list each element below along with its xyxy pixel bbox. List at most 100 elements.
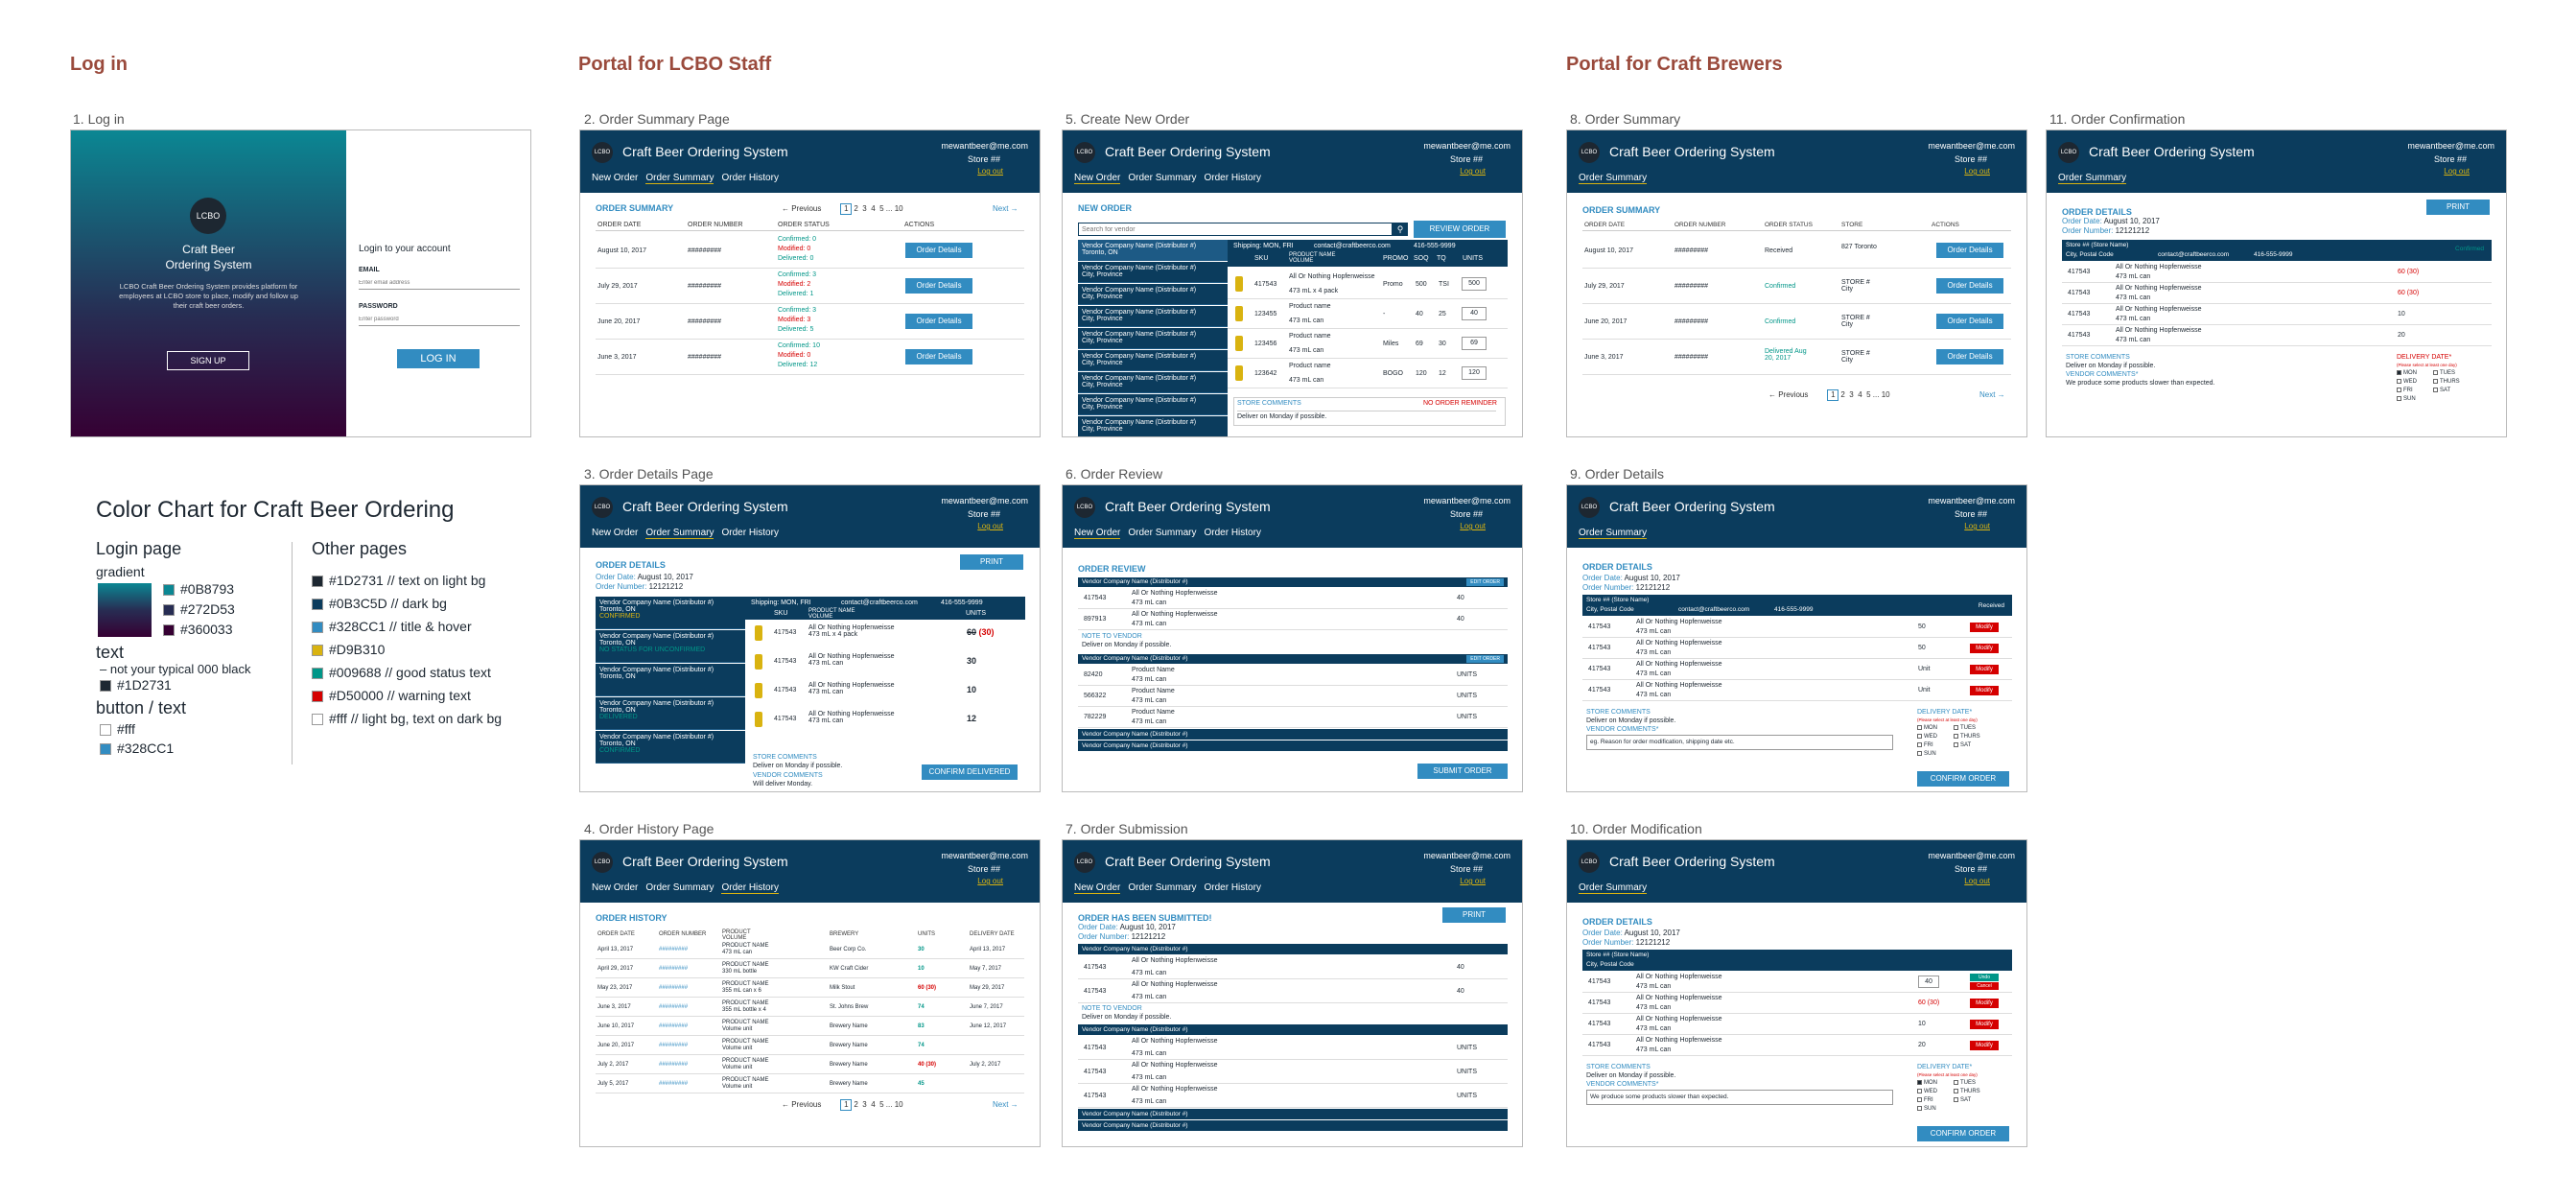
nav-order-summary[interactable]: Order Summary xyxy=(1579,882,1648,894)
page-3[interactable]: 3 xyxy=(862,204,867,213)
vendor-tab[interactable]: Vendor Company Name (Distributor #)Toron… xyxy=(596,697,745,730)
nav-new-order[interactable]: New Order xyxy=(592,173,639,183)
order-details-button[interactable]: Order Details xyxy=(905,278,972,294)
confirm-delivered-button[interactable]: CONFIRM DELIVERED xyxy=(922,764,1018,780)
nav-order-summary[interactable]: Order Summary xyxy=(1579,528,1648,539)
vendor-tab[interactable]: Vendor Company Name (Distributor #)Toron… xyxy=(596,664,745,696)
vendor-group-header[interactable]: Vendor Company Name (Distributor #) xyxy=(1078,1120,1508,1131)
page-2[interactable]: 2 xyxy=(854,1100,858,1109)
page-1[interactable]: 1 xyxy=(840,203,853,215)
day-checkbox-sun[interactable]: SUN xyxy=(1917,751,1936,757)
print-button[interactable]: PRINT xyxy=(2426,200,2490,215)
cell-number[interactable]: ######### xyxy=(1674,318,1709,325)
logout-link[interactable]: Log out xyxy=(2444,167,2470,176)
page-4[interactable]: 4 xyxy=(871,1100,876,1109)
vendor-search-input[interactable] xyxy=(1078,223,1393,236)
vendor-tab[interactable]: Vendor Company Name (Distributor #)Toron… xyxy=(596,630,745,663)
order-details-button[interactable]: Order Details xyxy=(1936,278,2003,294)
cell-number[interactable]: ######### xyxy=(688,318,722,325)
day-checkbox-tues[interactable]: TUES xyxy=(1954,725,1976,731)
modify-button[interactable]: Modify xyxy=(1970,644,1999,653)
nav-order-summary[interactable]: Order Summary xyxy=(1579,173,1648,184)
nav-order-history[interactable]: Order History xyxy=(1204,882,1261,893)
edit-order-button[interactable]: EDIT ORDER xyxy=(1466,655,1504,663)
cancel-button[interactable]: Cancel xyxy=(1970,982,1999,990)
vendor-tab[interactable]: Vendor Company Name (Distributor #)City,… xyxy=(1078,372,1228,393)
day-checkbox-mon[interactable]: MON xyxy=(1917,1080,1937,1086)
page-4[interactable]: 4 xyxy=(871,204,876,213)
page-3[interactable]: 3 xyxy=(862,1100,867,1109)
page-2[interactable]: 2 xyxy=(854,204,858,213)
day-checkbox-wed[interactable]: WED xyxy=(2397,379,2417,385)
day-checkbox-sat[interactable]: SAT xyxy=(1954,742,1971,748)
print-button[interactable]: PRINT xyxy=(1442,907,1506,923)
logout-link[interactable]: Log out xyxy=(1964,167,1990,176)
modify-button[interactable]: Modify xyxy=(1970,1041,1999,1050)
nav-new-order[interactable]: New Order xyxy=(592,528,639,538)
nav-order-summary[interactable]: Order Summary xyxy=(645,882,714,893)
next-link[interactable]: Next → xyxy=(1979,390,2005,399)
cell-number[interactable]: ######### xyxy=(1674,283,1709,290)
email-field[interactable] xyxy=(359,276,520,290)
nav-order-history[interactable]: Order History xyxy=(721,173,779,183)
undo-button[interactable]: Undo xyxy=(1970,974,1999,981)
password-field[interactable] xyxy=(359,313,520,326)
day-checkbox-tues[interactable]: TUES xyxy=(1954,1080,1976,1086)
day-checkbox-thurs[interactable]: THURS xyxy=(1954,734,1980,740)
order-details-button[interactable]: Order Details xyxy=(1936,243,2003,258)
vendor-tab[interactable]: Vendor Company Name (Distributor #)City,… xyxy=(1078,350,1228,371)
nav-new-order[interactable]: New Order xyxy=(1074,882,1121,894)
day-checkbox-tues[interactable]: TUES xyxy=(2433,370,2455,376)
day-checkbox-wed[interactable]: WED xyxy=(1917,1089,1937,1094)
modify-button[interactable]: Modify xyxy=(1970,999,1999,1008)
order-details-button[interactable]: Order Details xyxy=(905,349,972,364)
order-details-button[interactable]: Order Details xyxy=(905,243,972,258)
vendor-tab[interactable]: Vendor Company Name (Distributor #)City,… xyxy=(1078,306,1228,327)
nav-order-history[interactable]: Order History xyxy=(1204,173,1261,183)
logout-link[interactable]: Log out xyxy=(977,877,1003,885)
page-3[interactable]: 3 xyxy=(1849,390,1854,399)
day-checkbox-mon[interactable]: MON xyxy=(1917,725,1937,731)
vendor-group-header[interactable]: Vendor Company Name (Distributor #) xyxy=(1078,1109,1508,1119)
page-10[interactable]: 10 xyxy=(894,204,903,213)
logout-link[interactable]: Log out xyxy=(1460,167,1486,176)
vendor-comments-input[interactable]: eg. Reason for order modification, shipp… xyxy=(1586,735,1893,750)
page-1[interactable]: 1 xyxy=(840,1099,853,1111)
vendor-tab[interactable]: Vendor Company Name (Distributor #)City,… xyxy=(1078,328,1228,349)
day-checkbox-sat[interactable]: SAT xyxy=(1954,1097,1971,1103)
nav-new-order[interactable]: New Order xyxy=(1074,528,1121,539)
units-input[interactable]: 69 xyxy=(1462,337,1487,350)
cell-number[interactable]: ######### xyxy=(659,985,689,991)
modify-button[interactable]: Modify xyxy=(1970,623,1999,632)
day-checkbox-thurs[interactable]: THURS xyxy=(1954,1089,1980,1094)
day-checkbox-fri[interactable]: FRI xyxy=(1917,1097,1933,1103)
cell-number[interactable]: ######### xyxy=(688,354,722,361)
logout-link[interactable]: Log out xyxy=(1964,522,1990,530)
cell-number[interactable]: ######### xyxy=(659,1004,689,1010)
day-checkbox-sun[interactable]: SUN xyxy=(2397,396,2416,402)
cell-number[interactable]: ######### xyxy=(688,247,722,254)
day-checkbox-sat[interactable]: SAT xyxy=(2433,388,2450,393)
order-details-button[interactable]: Order Details xyxy=(1936,314,2003,329)
page-2[interactable]: 2 xyxy=(1840,390,1845,399)
page-4[interactable]: 4 xyxy=(1858,390,1862,399)
nav-order-summary[interactable]: Order Summary xyxy=(2058,173,2127,184)
confirm-order-button[interactable]: CONFIRM ORDER xyxy=(1917,771,2009,787)
prev-link[interactable]: ← Previous xyxy=(782,204,822,213)
page-5[interactable]: 5 xyxy=(879,1100,884,1109)
next-link[interactable]: Next → xyxy=(993,1100,1019,1109)
order-details-button[interactable]: Order Details xyxy=(1936,349,2003,364)
prev-link[interactable]: ← Previous xyxy=(1768,390,1809,399)
cell-number[interactable]: ######### xyxy=(659,1043,689,1048)
cell-number[interactable]: ######### xyxy=(659,947,689,952)
vendor-tab[interactable]: Vendor Company Name (Distributor #)City,… xyxy=(1078,416,1228,436)
page-5[interactable]: 5 xyxy=(879,204,884,213)
nav-order-history[interactable]: Order History xyxy=(721,528,779,538)
cell-number[interactable]: ######### xyxy=(688,283,722,290)
units-input[interactable]: 120 xyxy=(1462,366,1487,380)
page-1[interactable]: 1 xyxy=(1827,389,1839,401)
day-checkbox-wed[interactable]: WED xyxy=(1917,734,1937,740)
prev-link[interactable]: ← Previous xyxy=(782,1100,822,1109)
next-link[interactable]: Next → xyxy=(993,204,1019,213)
day-checkbox-fri[interactable]: FRI xyxy=(1917,742,1933,748)
